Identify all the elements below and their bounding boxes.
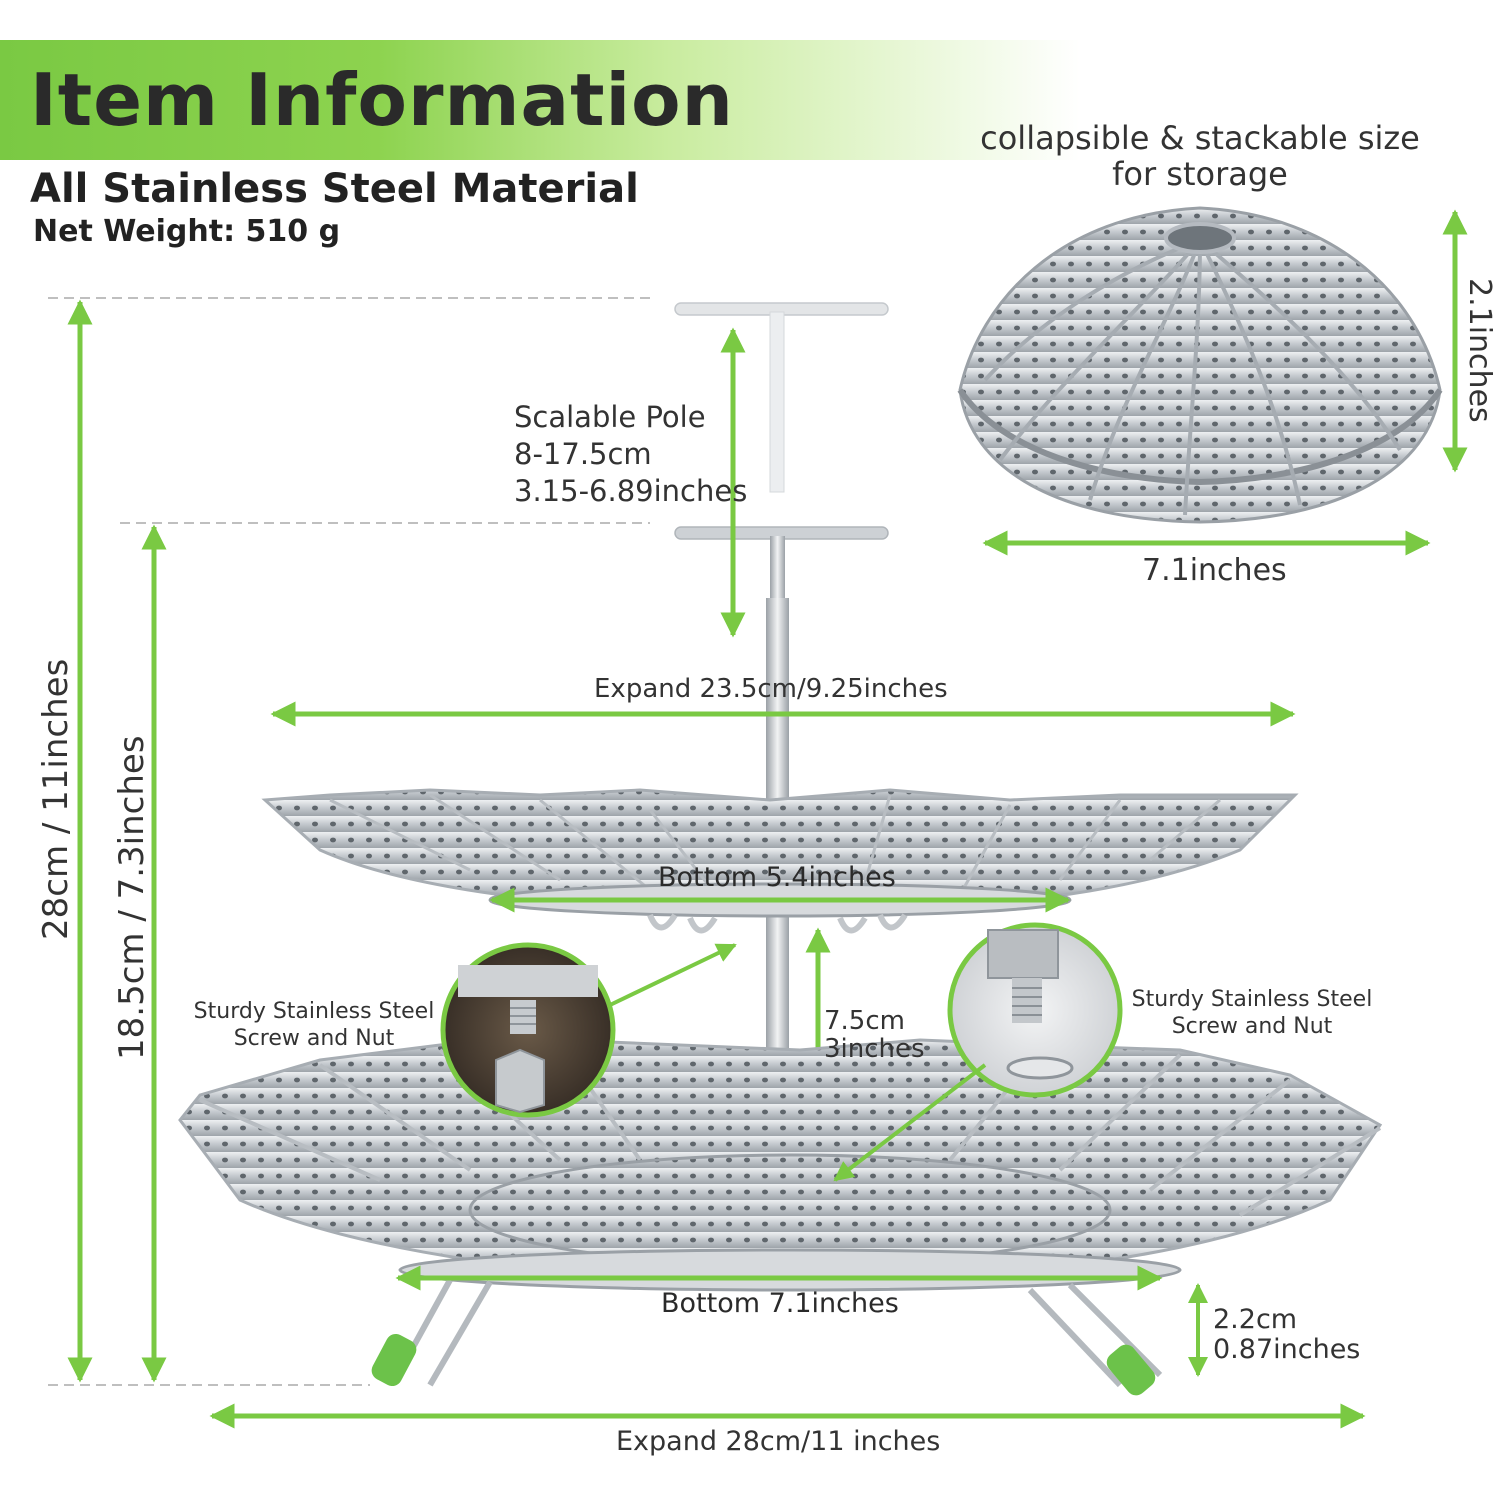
collapsed-steamer-image (957, 206, 1443, 524)
left-callout-line2: Screw and Nut (233, 1026, 395, 1051)
storage-height-label: 2.1inches (1462, 278, 1497, 423)
material-text: All Stainless Steel Material (30, 166, 639, 212)
upper-bottom-label: Bottom 5.4inches (658, 862, 896, 893)
left-callout-line1: Sturdy Stainless Steel (193, 999, 435, 1024)
left-callout-label: Sturdy Stainless Steel Screw and Nut (188, 998, 440, 1052)
pole-cm-label: 8-17.5cm (514, 437, 652, 471)
page-title: Item Information (30, 58, 734, 142)
right-callout-line1: Sturdy Stainless Steel (1131, 987, 1373, 1012)
pole-name-label: Scalable Pole (514, 400, 706, 434)
total-height-label: 28cm / 11inches (36, 658, 76, 940)
tier-gap-cm-label: 7.5cm (824, 1006, 905, 1036)
right-callout-label: Sturdy Stainless Steel Screw and Nut (1126, 986, 1378, 1040)
title-banner (0, 40, 1080, 160)
right-zoom-callout (833, 922, 1123, 1182)
lower-expand-label: Expand 28cm/11 inches (616, 1426, 941, 1457)
reference-lines (48, 297, 650, 1386)
lower-bottom-label: Bottom 7.1inches (661, 1288, 899, 1319)
upper-expand-label: Expand 23.5cm/9.25inches (594, 674, 948, 704)
upper-tier-basket (261, 788, 1299, 934)
leg-in-label: 0.87inches (1213, 1334, 1361, 1365)
pole-inches-label: 3.15-6.89inches (514, 474, 748, 508)
storage-width-label: 7.1inches (1142, 553, 1287, 588)
storage-caption-line2: for storage (1112, 155, 1288, 193)
leg-cm-label: 2.2cm (1213, 1304, 1298, 1335)
tier-gap-in-label: 3inches (824, 1034, 925, 1064)
storage-caption-line1: collapsible & stackable size (980, 119, 1420, 157)
left-zoom-callout (440, 942, 737, 1118)
right-callout-line2: Screw and Nut (1171, 1014, 1333, 1039)
storage-caption: collapsible & stackable size for storage (960, 120, 1440, 192)
tier-height-label: 18.5cm / 7.3inches (112, 735, 152, 1060)
net-weight-text: Net Weight: 510 g (33, 214, 341, 249)
